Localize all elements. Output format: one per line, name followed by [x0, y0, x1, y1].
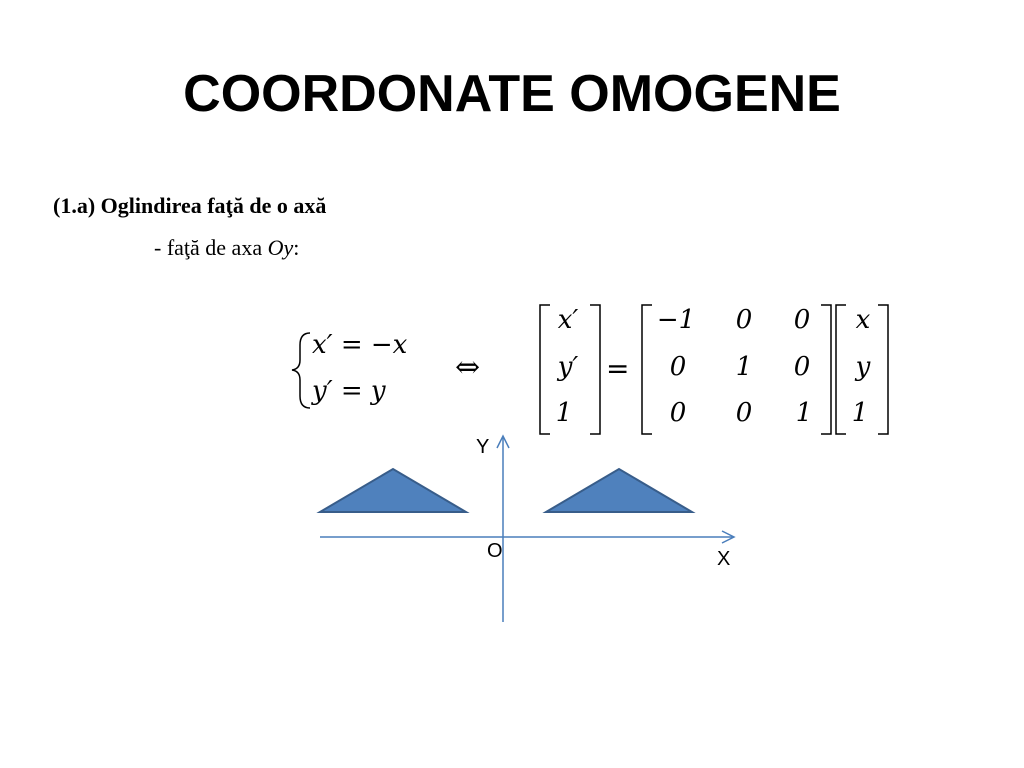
input-vector-cell: 1 [851, 398, 869, 428]
section-heading: (1.a) Oglindirea faţă de o axă [53, 193, 327, 218]
equation-line-x: x′ = −x [312, 330, 408, 360]
x-axis-arrowhead [721, 530, 736, 544]
section-subheading: - faţă de axa Oy: [154, 235, 299, 261]
equation-line-y: y′ = y [312, 376, 386, 406]
result-vector-right-bracket [590, 304, 601, 435]
transform-matrix-right-bracket [821, 304, 832, 435]
y-axis-label: Y [476, 436, 490, 458]
y-axis-arrowhead [496, 434, 510, 449]
slide-title: COORDONATE OMOGENE [183, 65, 841, 123]
input-vector-right-bracket [878, 304, 889, 435]
subheading-axis: Oy [267, 235, 294, 260]
transform-matrix-cell: 1 [795, 398, 813, 428]
transform-matrix-cell: 0 [735, 305, 753, 335]
input-vector-left-bracket [835, 304, 846, 435]
result-vector-cell: y′ [557, 352, 579, 382]
origin-label: O [487, 540, 503, 562]
equals-sign: = [606, 352, 630, 385]
transform-matrix-left-bracket [641, 304, 652, 435]
transform-matrix-cell: 0 [669, 398, 687, 428]
result-vector-cell: x′ [557, 305, 579, 335]
mirrored-triangle [316, 467, 470, 513]
subheading-prefix: - faţă de axa [154, 235, 268, 260]
system-brace [291, 332, 311, 409]
x-axis-label: X [717, 548, 731, 570]
transform-matrix-cell: 1 [735, 352, 753, 382]
transform-matrix-cell: 0 [793, 305, 811, 335]
transform-matrix-cell: 0 [793, 352, 811, 382]
result-vector-left-bracket [539, 304, 550, 435]
transform-matrix-cell: 0 [669, 352, 687, 382]
input-vector-cell: y [855, 352, 871, 382]
input-vector-cell: x [855, 305, 871, 335]
transform-matrix-cell: 0 [735, 398, 753, 428]
equivalence-symbol: ⇔ [455, 350, 481, 385]
original-triangle [542, 467, 696, 513]
transform-matrix-cell: −1 [656, 305, 696, 335]
result-vector-cell: 1 [555, 398, 573, 428]
subheading-suffix: : [293, 235, 300, 260]
